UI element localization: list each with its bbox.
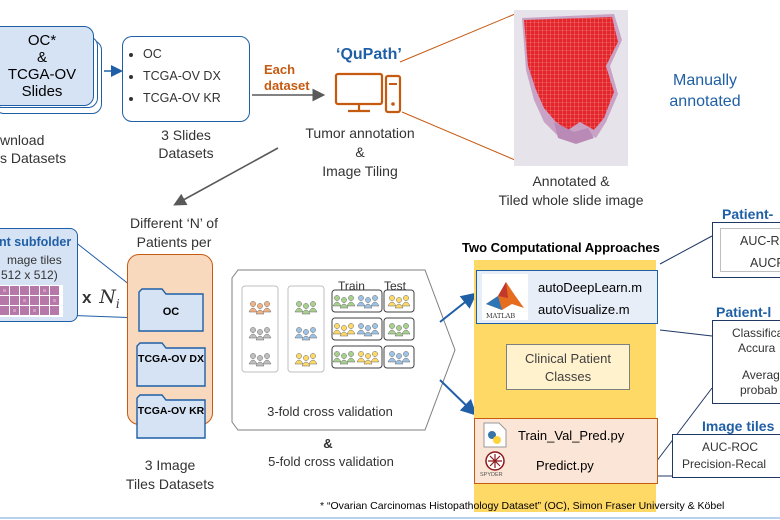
- clinical-classes-box: Clinical Patient Classes: [506, 344, 630, 390]
- arrow-to-patients: [173, 147, 279, 206]
- patient-group-icon: [356, 323, 380, 337]
- arrow-cv-to-python: [439, 379, 477, 416]
- link-qupath-slide-top: [399, 13, 516, 63]
- ni-symbol: Ni: [99, 286, 120, 311]
- panel-line: AUC-R: [740, 234, 780, 248]
- panel-line: Averag: [742, 368, 780, 382]
- patient-group-icon: [248, 301, 272, 315]
- folder-tcga-kr: [136, 394, 206, 439]
- slides-box: OC* & TCGA-OV Slides: [0, 26, 94, 106]
- slides-line: Slides: [21, 83, 63, 100]
- panel-title: Patient-l: [716, 304, 772, 320]
- patient-group-icon: [294, 301, 318, 315]
- panel-line: AUC-ROC: [702, 440, 758, 454]
- cv-test-box: [383, 317, 415, 341]
- qupath-title: ‘QuPath’: [336, 46, 402, 63]
- patient-group-icon: [248, 327, 272, 341]
- patient-group-icon: [294, 327, 318, 341]
- subfolder-title: nt subfolder: [0, 235, 72, 249]
- python-file-icon: [483, 422, 507, 448]
- result-panel-3: [672, 434, 780, 478]
- matlab-logo-text: MATLAB: [486, 312, 516, 320]
- link-to-panel1: [659, 235, 713, 265]
- panel-line: Accura: [738, 341, 776, 355]
- cv-caption: 3-fold cross validation: [267, 404, 393, 419]
- tile-thumbnails: [0, 285, 63, 317]
- folder-label: TCGA-OV DX: [138, 353, 204, 365]
- patient-group-icon: [332, 295, 356, 309]
- computer-icon: [334, 72, 402, 114]
- cv-amp: &: [323, 436, 333, 451]
- result-panel-1-inner: [720, 228, 780, 272]
- patient-group-icon: [387, 351, 411, 365]
- matlab-logo-icon: [482, 274, 528, 320]
- dataset-item: TCGA-OV KR: [143, 91, 249, 105]
- panel-line: Classifica: [732, 326, 780, 340]
- slides-line: &: [36, 49, 47, 66]
- spyder-text: SPYDER: [480, 472, 503, 478]
- cv-all-patients-bracket: [241, 285, 279, 373]
- folder-oc: [138, 288, 204, 332]
- cv-split-bracket: [287, 285, 325, 373]
- python-file: Train_Val_Pred.py: [518, 428, 625, 443]
- patient-group-icon: [332, 351, 356, 365]
- cv-diagram: [241, 285, 415, 373]
- folder-tcga-dx: [136, 342, 206, 387]
- patient-group-icon: [387, 295, 411, 309]
- result-panel-2: [712, 320, 780, 404]
- times-sign: x: [82, 288, 92, 307]
- slides-line: OC*: [27, 32, 57, 49]
- patient-group-icon: [332, 323, 356, 337]
- folder-label: OC: [162, 306, 180, 318]
- whole-slide-image: [514, 10, 628, 166]
- patient-group-icon: [248, 353, 272, 367]
- tile-datasets-caption: 3 Image Tiles Datasets: [125, 457, 215, 492]
- panel-title: Patient-: [722, 206, 774, 222]
- cv-test-label: Test: [384, 279, 407, 293]
- panel-line: AUCF: [750, 256, 780, 270]
- patient-group-icon: [356, 295, 380, 309]
- cv-test-box: [383, 289, 415, 313]
- manually-annotated: Manually annotated: [669, 72, 741, 110]
- dataset-item: OC: [143, 47, 249, 61]
- subfolder-line: mage tiles: [7, 253, 62, 267]
- approaches-title: Two Computational Approaches: [462, 240, 660, 255]
- link-qupath-slide-bottom: [401, 111, 516, 161]
- patient-subfolder-box: nt subfolder mage tiles 512 x 512): [0, 228, 78, 322]
- footnote: * “Ovarian Carcinomas Histopathology Dat…: [320, 500, 725, 512]
- dataset-item: TCGA-OV DX: [143, 69, 249, 83]
- python-file: Predict.py: [536, 458, 594, 473]
- spyder-icon: [485, 451, 505, 471]
- slides-line: TCGA-OV: [7, 66, 77, 83]
- cv-train-box: [331, 317, 383, 341]
- cv-train-label: Train: [338, 279, 365, 293]
- matlab-file: autoDeepLearn.m: [538, 280, 643, 295]
- qupath-caption: Tumor annotation & Image Tiling: [305, 125, 415, 179]
- times-ni: x Ni: [82, 286, 120, 311]
- dataset-list-caption: 3 Slides Datasets: [158, 127, 214, 161]
- arrow-cv-to-matlab: [439, 292, 478, 323]
- panel-line: probab: [740, 383, 778, 397]
- panel-line: Precision-Recal: [682, 457, 767, 471]
- result-panel-1: [712, 222, 780, 278]
- wsi-caption: Annotated & Tiled whole slide image: [498, 173, 644, 208]
- matlab-file: autoVisualize.m: [538, 302, 630, 317]
- link-to-panel2: [659, 329, 713, 337]
- patient-group-icon: [294, 353, 318, 367]
- subfolder-line: 512 x 512): [1, 268, 58, 282]
- patient-group-icon: [356, 351, 380, 365]
- each-dataset-label: Each dataset: [264, 62, 310, 93]
- folder-label: TCGA-OV KR: [137, 405, 205, 417]
- dataset-list-box: OC TCGA-OV DX TCGA-OV KR: [122, 36, 250, 122]
- cv-test-box: [383, 345, 415, 369]
- patient-group-icon: [387, 323, 411, 337]
- cv-train-box: [331, 345, 383, 369]
- cv-train-box: [331, 289, 383, 313]
- download-label: wnload s Datasets: [0, 132, 67, 166]
- cv-caption2: 5-fold cross validation: [268, 454, 394, 469]
- link-to-panel3: [655, 387, 713, 463]
- panel-title: Image tiles: [702, 418, 775, 434]
